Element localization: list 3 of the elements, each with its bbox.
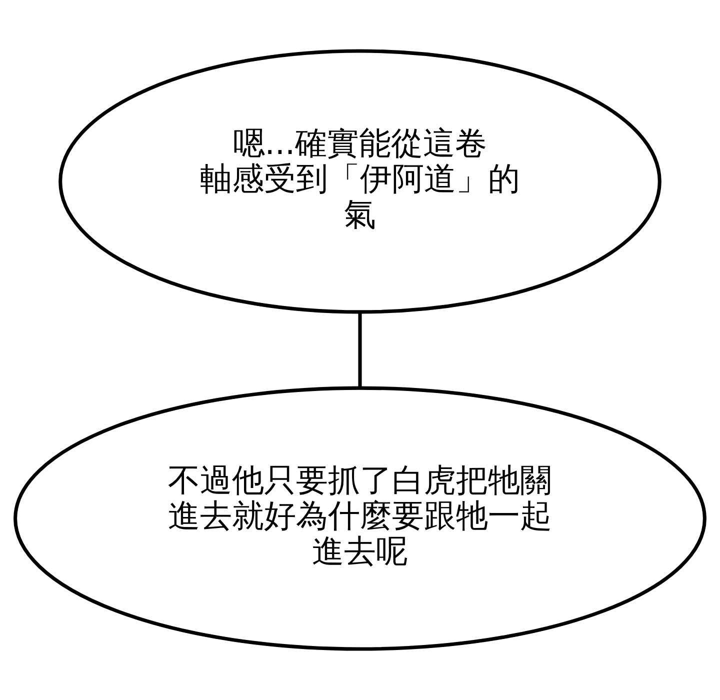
node-ellipse: 不過他只要抓了白虎把牠關進去就好為什麼要跟牠一起進去呢 (14, 386, 706, 651)
node-ellipse: 嗯...確實能從這卷軸感受到「伊阿道」的氣 (58, 49, 662, 314)
connector (358, 312, 362, 388)
